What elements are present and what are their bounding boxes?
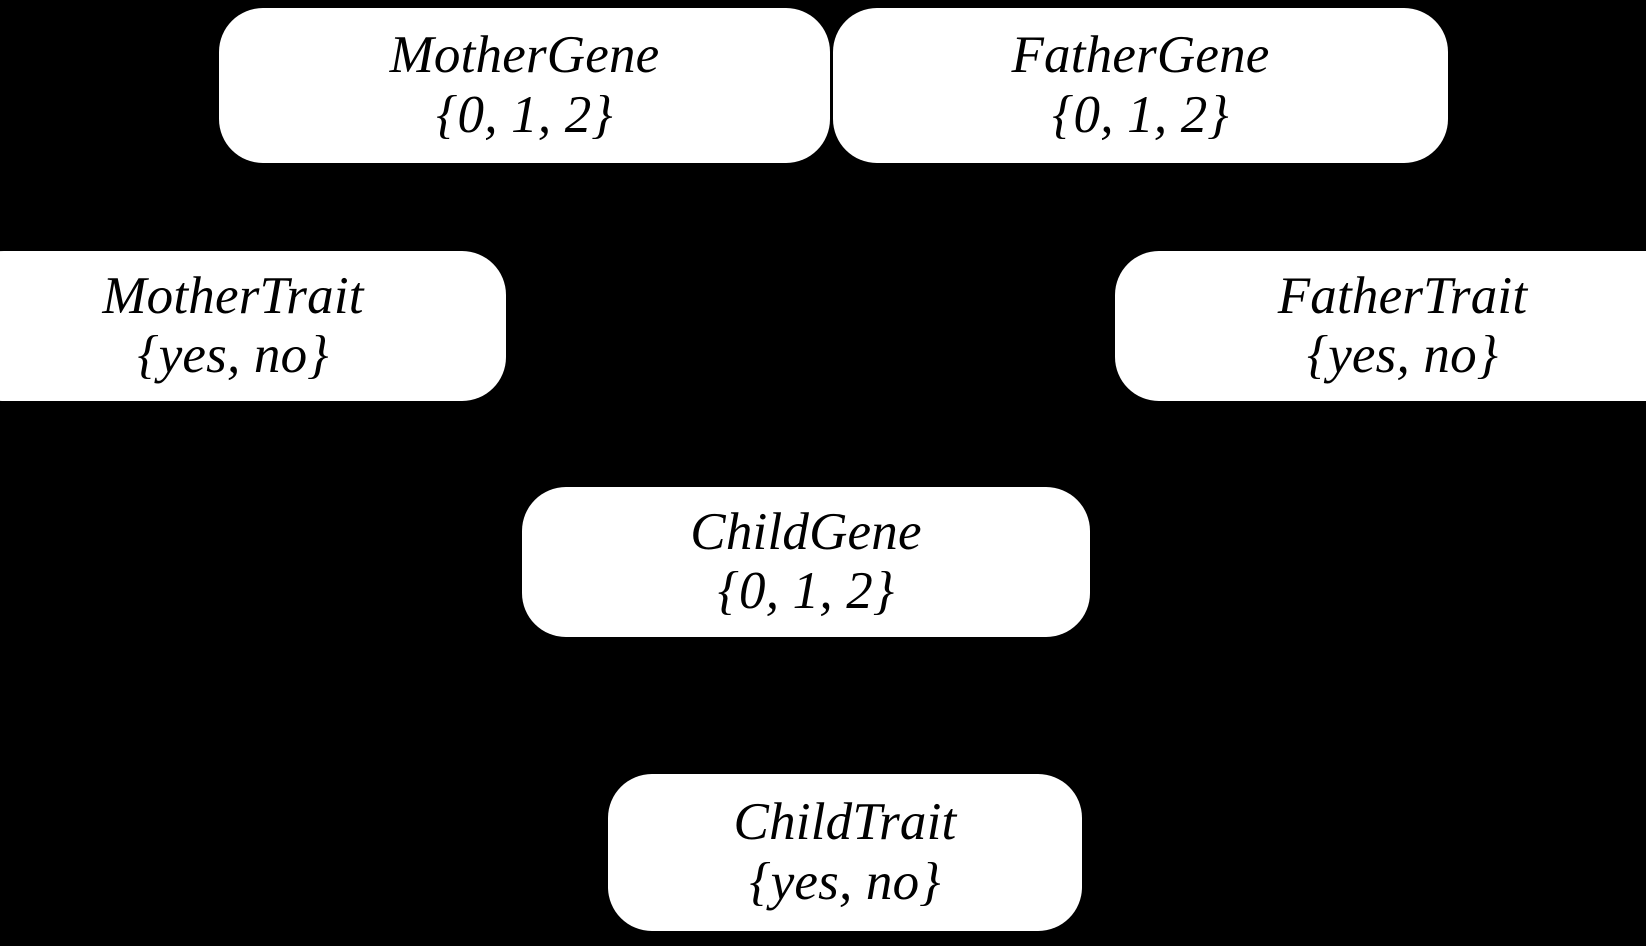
node-child-trait-title: ChildTrait <box>733 793 957 852</box>
node-father-gene-domain: {0, 1, 2} <box>1052 85 1229 144</box>
node-child-gene[interactable]: ChildGene {0, 1, 2} <box>522 487 1090 637</box>
node-father-trait-domain: {yes, no} <box>1306 326 1499 384</box>
node-father-gene-title: FatherGene <box>1011 26 1270 85</box>
node-mother-trait-title: MotherTrait <box>102 266 364 325</box>
node-child-trait[interactable]: ChildTrait {yes, no} <box>608 774 1082 931</box>
node-father-gene[interactable]: FatherGene {0, 1, 2} <box>833 8 1448 163</box>
node-mother-gene-title: MotherGene <box>389 26 660 85</box>
node-child-trait-domain: {yes, no} <box>749 852 941 911</box>
node-child-gene-title: ChildGene <box>690 502 922 561</box>
node-mother-gene[interactable]: MotherGene {0, 1, 2} <box>219 8 830 163</box>
node-father-trait[interactable]: FatherTrait {yes, no} <box>1115 251 1646 401</box>
node-mother-trait-domain: {yes, no} <box>137 326 329 384</box>
node-mother-trait[interactable]: MotherTrait {yes, no} <box>0 251 506 401</box>
node-mother-gene-domain: {0, 1, 2} <box>436 85 613 144</box>
node-father-trait-title: FatherTrait <box>1277 266 1528 325</box>
node-child-gene-domain: {0, 1, 2} <box>717 562 895 620</box>
